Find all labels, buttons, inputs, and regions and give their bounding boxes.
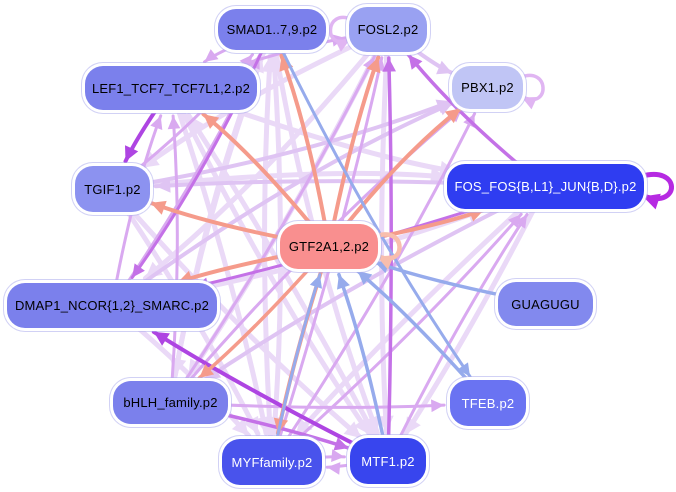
arrowhead-icon [522,97,538,110]
arrowhead-icon [431,399,445,413]
node-fosl2[interactable]: FOSL2.p2 [349,7,427,52]
edge-line [379,27,391,435]
node-lef1[interactable]: LEF1_TCF7_TCF7L1,2.p2 [85,66,257,110]
arrowhead-icon [435,99,452,114]
arrowhead-icon [309,274,322,289]
arrowhead-icon [333,437,349,451]
edge-line [337,272,390,463]
arrowhead-icon [153,331,170,346]
edge-line [518,73,545,102]
self-loop-fos [638,172,674,210]
arrowhead-icon [430,167,447,184]
edge-gtf2a1-fosl2 [327,55,381,249]
node-dmap1[interactable]: DMAP1_NCOR{1,2}_SMARC.p2 [7,283,217,328]
arrowhead-icon [408,54,423,70]
node-tfeb[interactable]: TFEB.p2 [450,380,526,426]
node-label: bHLH_family.p2 [123,395,218,410]
node-label: LEF1_TCF7_TCF7L1,2.p2 [91,80,251,96]
arrowhead-icon [457,362,470,377]
edge-line [186,113,391,464]
arrowhead-icon [444,108,461,124]
edge-line [169,114,179,404]
edge-line [169,55,376,404]
node-label: TGIF1.p2 [84,181,141,197]
arrowhead-icon [239,54,253,69]
node-smad[interactable]: SMAD1..7,9.p2 [218,9,326,50]
edge-bhlh-lef1 [167,114,181,404]
node-pbx1[interactable]: PBX1.p2 [452,66,523,109]
node-fos[interactable]: FOS_FOS{B,L1}_JUN{B,D}.p2 [447,164,644,209]
node-label: GUAGUGU [511,296,580,312]
edge-line [327,55,381,249]
arrowhead-icon [167,116,181,130]
node-gtf2a1[interactable]: GTF2A1,2.p2 [280,224,378,269]
node-label: MTF1.p2 [361,453,415,469]
arrowhead-icon [203,114,220,129]
edge-mtf1-gtf2a1 [337,272,390,463]
arrowhead-icon [199,364,215,378]
arrowhead-icon [382,58,396,72]
arrowhead-icon [508,214,522,228]
edge-smad-dmap1 [130,28,274,279]
arrowhead-icon [327,462,341,475]
arrowhead-icon [231,418,249,436]
arrowhead-icon [366,57,381,74]
arrowhead-icon [643,193,661,210]
node-label: FOS_FOS{B,L1}_JUN{B,D}.p2 [454,179,637,194]
node-mtf1[interactable]: MTF1.p2 [350,438,426,484]
edge-line [270,212,523,464]
edge-line [110,100,455,308]
arrowhead-icon [132,263,145,278]
arrowhead-icon [468,207,485,222]
self-loop-pbx1 [518,73,545,110]
edge-fos-myf [293,184,548,439]
edge-mtf1-fos [386,213,529,463]
node-label: SMAD1..7,9.p2 [226,22,318,37]
edge-myf-fos [270,212,523,464]
edge-myf-gtf2a1 [270,273,322,464]
arrowhead-icon [150,115,163,130]
edge-line [151,329,390,463]
node-label: DMAP1_NCOR{1,2}_SMARC.p2 [14,298,210,313]
edge-mtf1-dmap1 [151,329,390,463]
edge-line [270,28,472,378]
arrowhead-icon [295,418,313,436]
edge-line [130,28,274,279]
arrowhead-icon [337,274,350,290]
edge-line [110,99,454,191]
self-loop-gtf2a1 [372,232,402,270]
node-label: MYFfamily.p2 [231,454,313,470]
arrowhead-icon [514,214,527,229]
arrowhead-icon [155,178,171,193]
arrowhead-icon [357,270,373,285]
node-myf[interactable]: MYFfamily.p2 [222,439,322,485]
node-label: FOSL2.p2 [357,22,419,37]
edge-line [270,273,322,464]
arrowhead-icon [125,145,139,162]
arrowhead-icon [205,365,222,380]
node-bhlh[interactable]: bHLH_family.p2 [113,381,228,424]
edge-line [270,112,477,464]
arrowhead-icon [436,60,453,75]
edge-smad-tfeb [270,28,472,378]
arrowhead-icon [331,449,345,462]
arrowhead-icon [334,39,350,52]
arrowhead-icon [377,255,394,270]
node-label: TFEB.p2 [461,395,515,411]
edge-tgif1-pbx1 [110,99,454,191]
self-loop-fosl2 [328,15,354,52]
edge-line [386,213,529,463]
node-label: GTF2A1,2.p2 [288,239,370,254]
arrowhead-icon [150,200,167,215]
edge-line [279,53,331,249]
edge-line [293,184,548,439]
arrowhead-icon [177,270,194,285]
node-label: PBX1.p2 [461,80,514,95]
arrowhead-icon [204,49,219,62]
arrowhead-icon [343,421,362,438]
arrowhead-icon [261,56,278,73]
node-guagugu[interactable]: GUAGUGU [498,282,593,326]
node-tgif1[interactable]: TGIF1.p2 [75,166,150,212]
